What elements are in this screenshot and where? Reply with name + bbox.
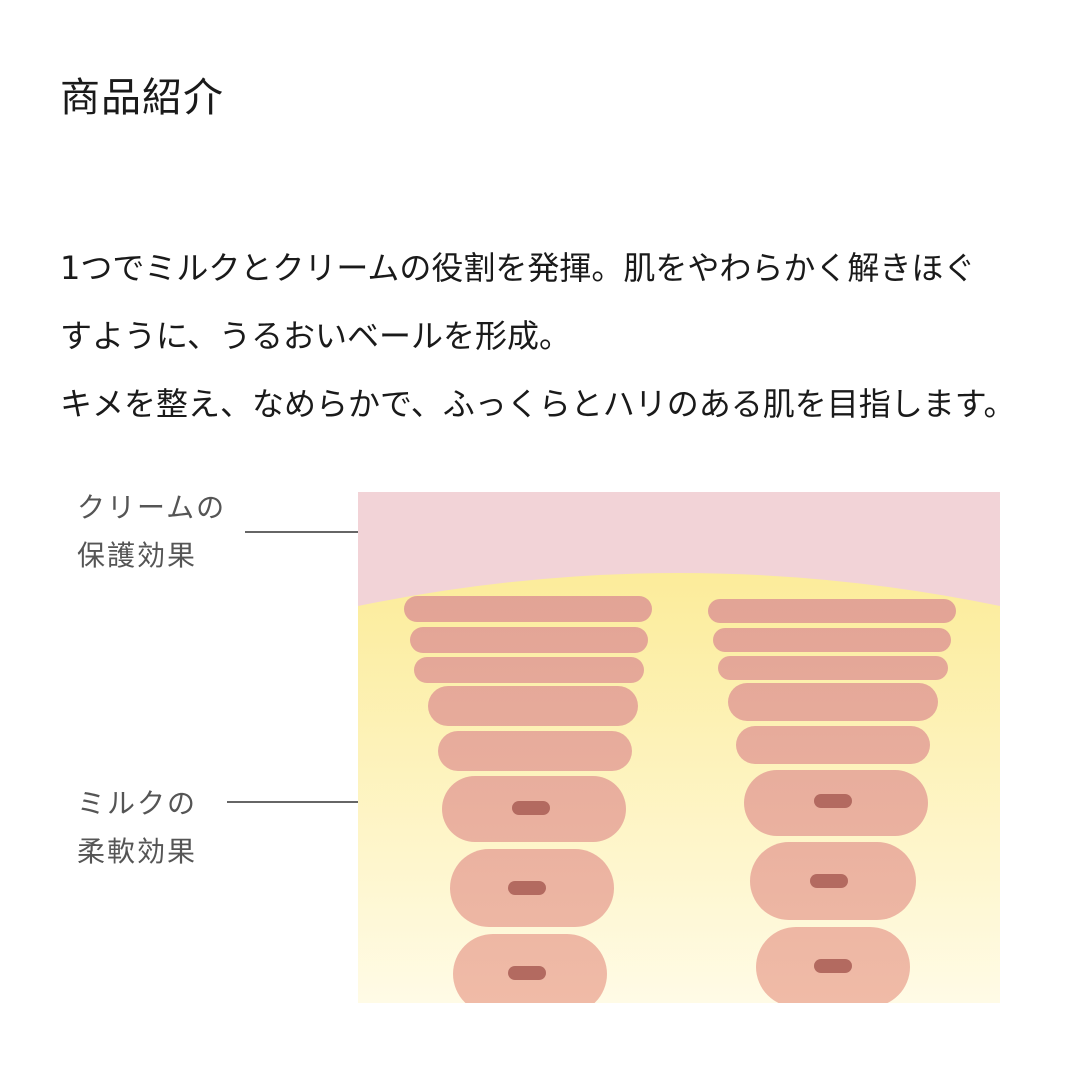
skin-layer-diagram [358,492,1000,1003]
cell [736,726,930,764]
cell-column-right [708,599,956,1003]
cell [428,686,638,726]
description-line-3: キメを整え、なめらかで、ふっくらとハリのある肌を目指します。 [60,385,1016,423]
description-line-2: すように、うるおいベールを形成。 [60,317,572,355]
flat-cell [414,657,644,683]
milk-label-line-2: 柔軟効果 [77,835,198,868]
flat-cell [404,596,652,622]
cell-nucleus [814,959,852,973]
cream-leader-line [245,531,389,533]
flat-cell [410,627,648,653]
cell-nucleus [810,874,848,888]
milk-leader-line [227,801,389,803]
product-description: 1つでミルクとクリームの役割を発揮。肌をやわらかく解きほぐ すように、うるおいベ… [60,234,1040,438]
cream-layer [358,492,1000,606]
cream-effect-label: クリームの 保護効果 [77,484,226,580]
cell [438,731,632,771]
cream-label-line-1: クリームの [77,491,227,524]
milk-effect-label: ミルクの 柔軟効果 [77,780,197,876]
cell-nucleus [508,966,546,980]
flat-cell [713,628,951,652]
page-title: 商品紹介 [60,75,224,121]
cell-nucleus [814,794,852,808]
cell-nucleus [508,881,546,895]
cell-column-left [404,596,652,1003]
flat-cell [718,656,948,680]
cell [728,683,938,721]
cream-label-line-2: 保護効果 [77,539,198,572]
flat-cell [708,599,956,623]
milk-label-line-1: ミルクの [77,787,198,820]
cell-nucleus [512,801,550,815]
description-line-1: 1つでミルクとクリームの役割を発揮。肌をやわらかく解きほぐ [60,249,976,287]
